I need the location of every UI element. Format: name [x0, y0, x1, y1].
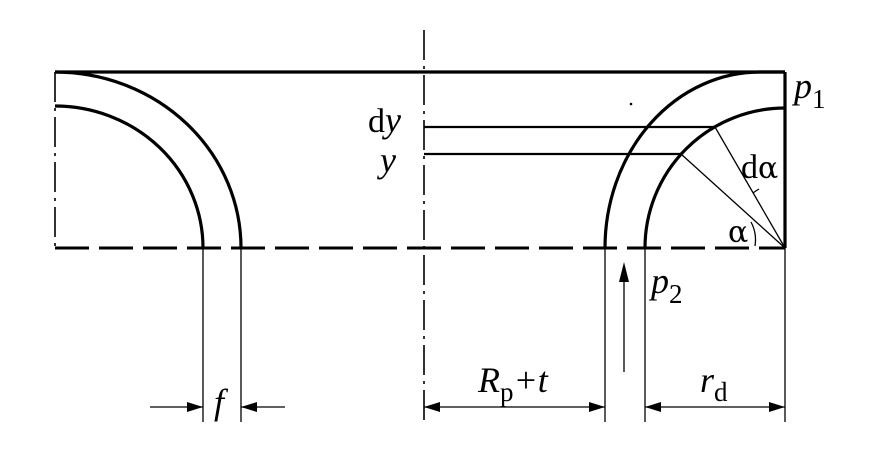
label-p2: p2 — [648, 261, 683, 309]
left-outer-arc — [54, 70, 243, 249]
alpha-arc — [750, 221, 757, 247]
label-rp-t: Rp+t — [477, 360, 549, 407]
dim-rd-arrow-right — [769, 402, 785, 412]
left-inner-arc — [54, 104, 205, 249]
dim-rp-arrow-left — [424, 402, 440, 412]
dim-rp-arrow-right — [589, 402, 605, 412]
right-inner-arc — [643, 106, 786, 249]
dim-rd-arrow-left — [645, 402, 661, 412]
right-outer-arc — [603, 70, 785, 249]
label-alpha: α — [728, 215, 748, 250]
label-p1: p1 — [791, 66, 826, 114]
radial-line-y — [680, 153, 786, 249]
label-dalpha: dα — [741, 149, 778, 186]
label-y: y — [377, 140, 396, 180]
stray-dot — [629, 102, 633, 106]
p2-arrow-head — [619, 262, 629, 282]
dim-f-left-arrow — [187, 402, 203, 412]
radial-line-dy — [714, 126, 786, 249]
label-dy: dy — [368, 100, 401, 140]
dim-f-right-arrow — [241, 402, 257, 412]
label-f: f — [214, 382, 229, 422]
dalpha-arc — [752, 188, 760, 194]
label-rd: rd — [700, 360, 728, 407]
